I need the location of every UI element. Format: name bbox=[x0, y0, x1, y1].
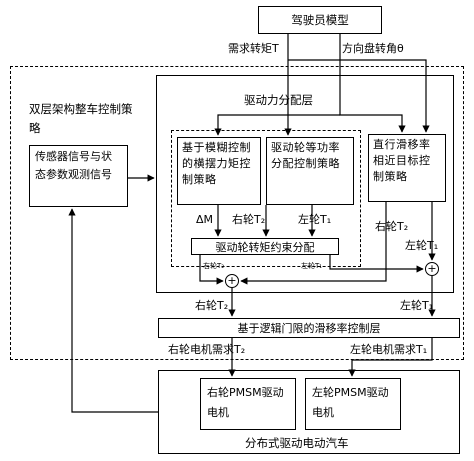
inner-group-boundary bbox=[171, 130, 361, 267]
equal-power-label: 驱动轮等功率分配控制策略 bbox=[271, 141, 340, 170]
right-motor-demand-label: 右轮电机需求T₂ bbox=[168, 343, 246, 356]
right-t2-label: 右轮T₂ bbox=[232, 213, 266, 226]
driver-model-block: 驾驶员模型 bbox=[258, 6, 382, 34]
logic-threshold-layer: 基于逻辑门限的滑移率控制层 bbox=[158, 318, 460, 338]
delta-m-label: ΔM bbox=[196, 213, 214, 226]
constraint-right-out-wire bbox=[199, 255, 224, 285]
small-right-label: 右轮T₂ bbox=[203, 262, 225, 270]
sensor-label: 传感器信号与状态参数观测信号 bbox=[35, 150, 112, 181]
strategy-boundary bbox=[10, 66, 464, 360]
right-pmsm-label: 右轮PMSM驱动电机 bbox=[207, 386, 284, 419]
steering-angle-wire bbox=[339, 34, 406, 133]
right-pmsm-block: 右轮PMSM驱动电机 bbox=[200, 378, 296, 430]
vehicle-label: 分布式驱动电动汽车 bbox=[245, 436, 349, 450]
constraint-label: 驱动轮转矩约束分配 bbox=[215, 240, 315, 254]
strategy-label: 双层架构整车控制策略 bbox=[29, 102, 133, 135]
left-pmsm-block: 左轮PMSM驱动电机 bbox=[305, 378, 401, 430]
slip-target-block: 直行滑移率相近目标控制策略 bbox=[368, 134, 446, 202]
sensor-block: 传感器信号与状态参数观测信号 bbox=[29, 145, 128, 207]
logic-to-left-motor-wire bbox=[348, 338, 433, 377]
feedback-wire bbox=[68, 208, 158, 413]
steering-to-fuzzy-wire bbox=[214, 114, 340, 136]
allocation-layer-label: 驱动力分配层 bbox=[244, 93, 313, 107]
left-pmsm-label: 左轮PMSM驱动电机 bbox=[312, 386, 389, 419]
slip-target-label: 直行滑移率相近目标控制策略 bbox=[373, 138, 431, 183]
slip-left-t1-label: 左轮T₁ bbox=[405, 239, 439, 252]
left-sum-junction: + bbox=[425, 262, 439, 276]
left-motor-demand-label: 左轮电机需求T₁ bbox=[350, 343, 428, 356]
slip-right-t2-label: 右轮T₂ bbox=[375, 220, 409, 233]
constraint-block: 驱动轮转矩约束分配 bbox=[191, 238, 339, 255]
logic-threshold-label: 基于逻辑门限的滑移率控制层 bbox=[237, 322, 381, 335]
right-sum-junction: + bbox=[225, 274, 239, 288]
torque-to-slip-wire bbox=[288, 59, 430, 133]
steering-angle-label: 方向盘转角θ bbox=[342, 42, 404, 55]
slip-right-out-wire bbox=[240, 202, 387, 285]
mid-left-t1-label: 左轮T₁ bbox=[400, 299, 434, 312]
small-left-label: 左轮T₁ bbox=[301, 262, 323, 270]
demand-torque-label: 需求转矩T bbox=[228, 42, 279, 55]
constraint-left-out-wire bbox=[329, 255, 424, 273]
equal-power-block: 驱动轮等功率分配控制策略 bbox=[266, 137, 354, 205]
driver-model-label: 驾驶员模型 bbox=[291, 13, 349, 27]
left-t1-label: 左轮T₁ bbox=[298, 213, 332, 226]
mid-right-t2-label: 右轮T₂ bbox=[195, 299, 229, 312]
fuzzy-yaw-block: 基于模糊控制的横摆力矩控制策略 bbox=[177, 137, 261, 205]
fuzzy-yaw-label: 基于模糊控制的横摆力矩控制策略 bbox=[182, 141, 251, 186]
